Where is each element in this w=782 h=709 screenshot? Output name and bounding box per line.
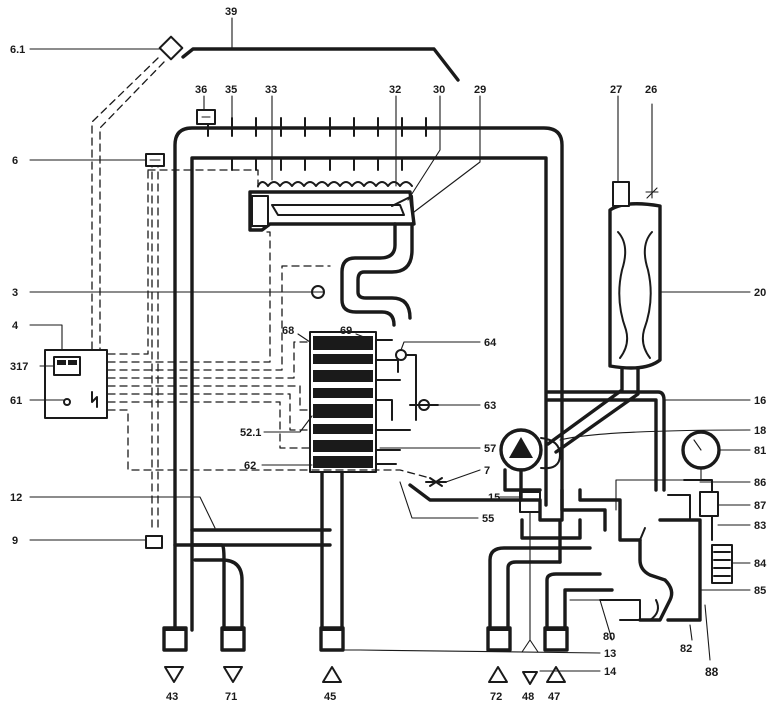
callout-88: 88 — [705, 665, 719, 679]
leader-lines — [29, 48, 751, 672]
callout-12: 12 — [10, 492, 22, 504]
callout-62: 62 — [244, 460, 256, 472]
callout-63: 63 — [484, 400, 496, 412]
callout-20: 20 — [754, 287, 766, 299]
connection-label-43: 43 — [166, 691, 178, 703]
callout-7: 7 — [484, 465, 490, 477]
callout-35: 35 — [225, 84, 237, 96]
flue-sensor-6-1 — [91, 35, 184, 356]
callout-13: 13 — [604, 648, 616, 660]
callout-55: 55 — [482, 513, 494, 525]
callout-26: 26 — [645, 84, 657, 96]
pipe-16 — [546, 390, 666, 492]
callout-61: 61 — [10, 395, 22, 407]
connection-arrows — [164, 666, 566, 685]
callout-86: 86 — [754, 477, 766, 489]
callout-30: 30 — [433, 84, 445, 96]
connection-labels: 43 71 45 72 48 47 — [166, 691, 560, 703]
gas-tap-3 — [311, 285, 325, 299]
callout-81: 81 — [754, 445, 766, 457]
gas-valve — [309, 331, 439, 473]
control-wiring — [107, 159, 431, 531]
callout-6: 6 — [12, 155, 18, 167]
callout-80: 80 — [603, 631, 615, 643]
pressure-gauge — [615, 430, 721, 511]
callout-6-1: 6.1 — [10, 44, 25, 56]
heating-pipes — [173, 483, 642, 632]
connection-label-71: 71 — [225, 691, 237, 703]
callout-83: 83 — [754, 520, 766, 532]
connection-label-72: 72 — [490, 691, 502, 703]
callout-82: 82 — [680, 643, 692, 655]
callout-68: 68 — [282, 325, 294, 337]
callout-39: 39 — [225, 6, 237, 18]
callout-52-1: 52.1 — [240, 427, 261, 439]
flue-hood — [181, 17, 460, 82]
callout-317: 317 — [10, 361, 28, 373]
callout-84: 84 — [754, 558, 767, 570]
callout-3: 3 — [12, 287, 18, 299]
callout-labels: 39 6.1 36 35 33 32 30 29 27 26 6 3 4 317… — [10, 6, 767, 679]
sensor-6 — [145, 153, 165, 167]
callout-36: 36 — [195, 84, 207, 96]
control-box — [44, 349, 108, 419]
sensor-9 — [145, 535, 163, 549]
callout-69: 69 — [340, 325, 352, 337]
connection-label-45: 45 — [324, 691, 336, 703]
callout-64: 64 — [484, 337, 497, 349]
callout-27: 27 — [610, 84, 622, 96]
callout-32: 32 — [389, 84, 401, 96]
pipe-connectors — [162, 626, 569, 652]
callout-29: 29 — [474, 84, 486, 96]
callout-4: 4 — [12, 320, 19, 332]
callout-15: 15 — [488, 492, 500, 504]
callout-85: 85 — [754, 585, 766, 597]
callout-14: 14 — [604, 666, 617, 678]
safety-valve-15 — [519, 491, 541, 653]
connection-label-47: 47 — [548, 691, 560, 703]
callout-57: 57 — [484, 443, 496, 455]
valve-7 — [425, 477, 447, 487]
callout-9: 9 — [12, 535, 18, 547]
diverter-valve — [638, 479, 733, 622]
burner — [248, 181, 416, 232]
callout-16: 16 — [754, 395, 766, 407]
expansion-vessel — [546, 103, 662, 454]
callout-87: 87 — [754, 500, 766, 512]
callout-18: 18 — [754, 425, 766, 437]
callout-33: 33 — [265, 84, 277, 96]
pump — [499, 428, 561, 502]
connection-label-48: 48 — [522, 691, 534, 703]
